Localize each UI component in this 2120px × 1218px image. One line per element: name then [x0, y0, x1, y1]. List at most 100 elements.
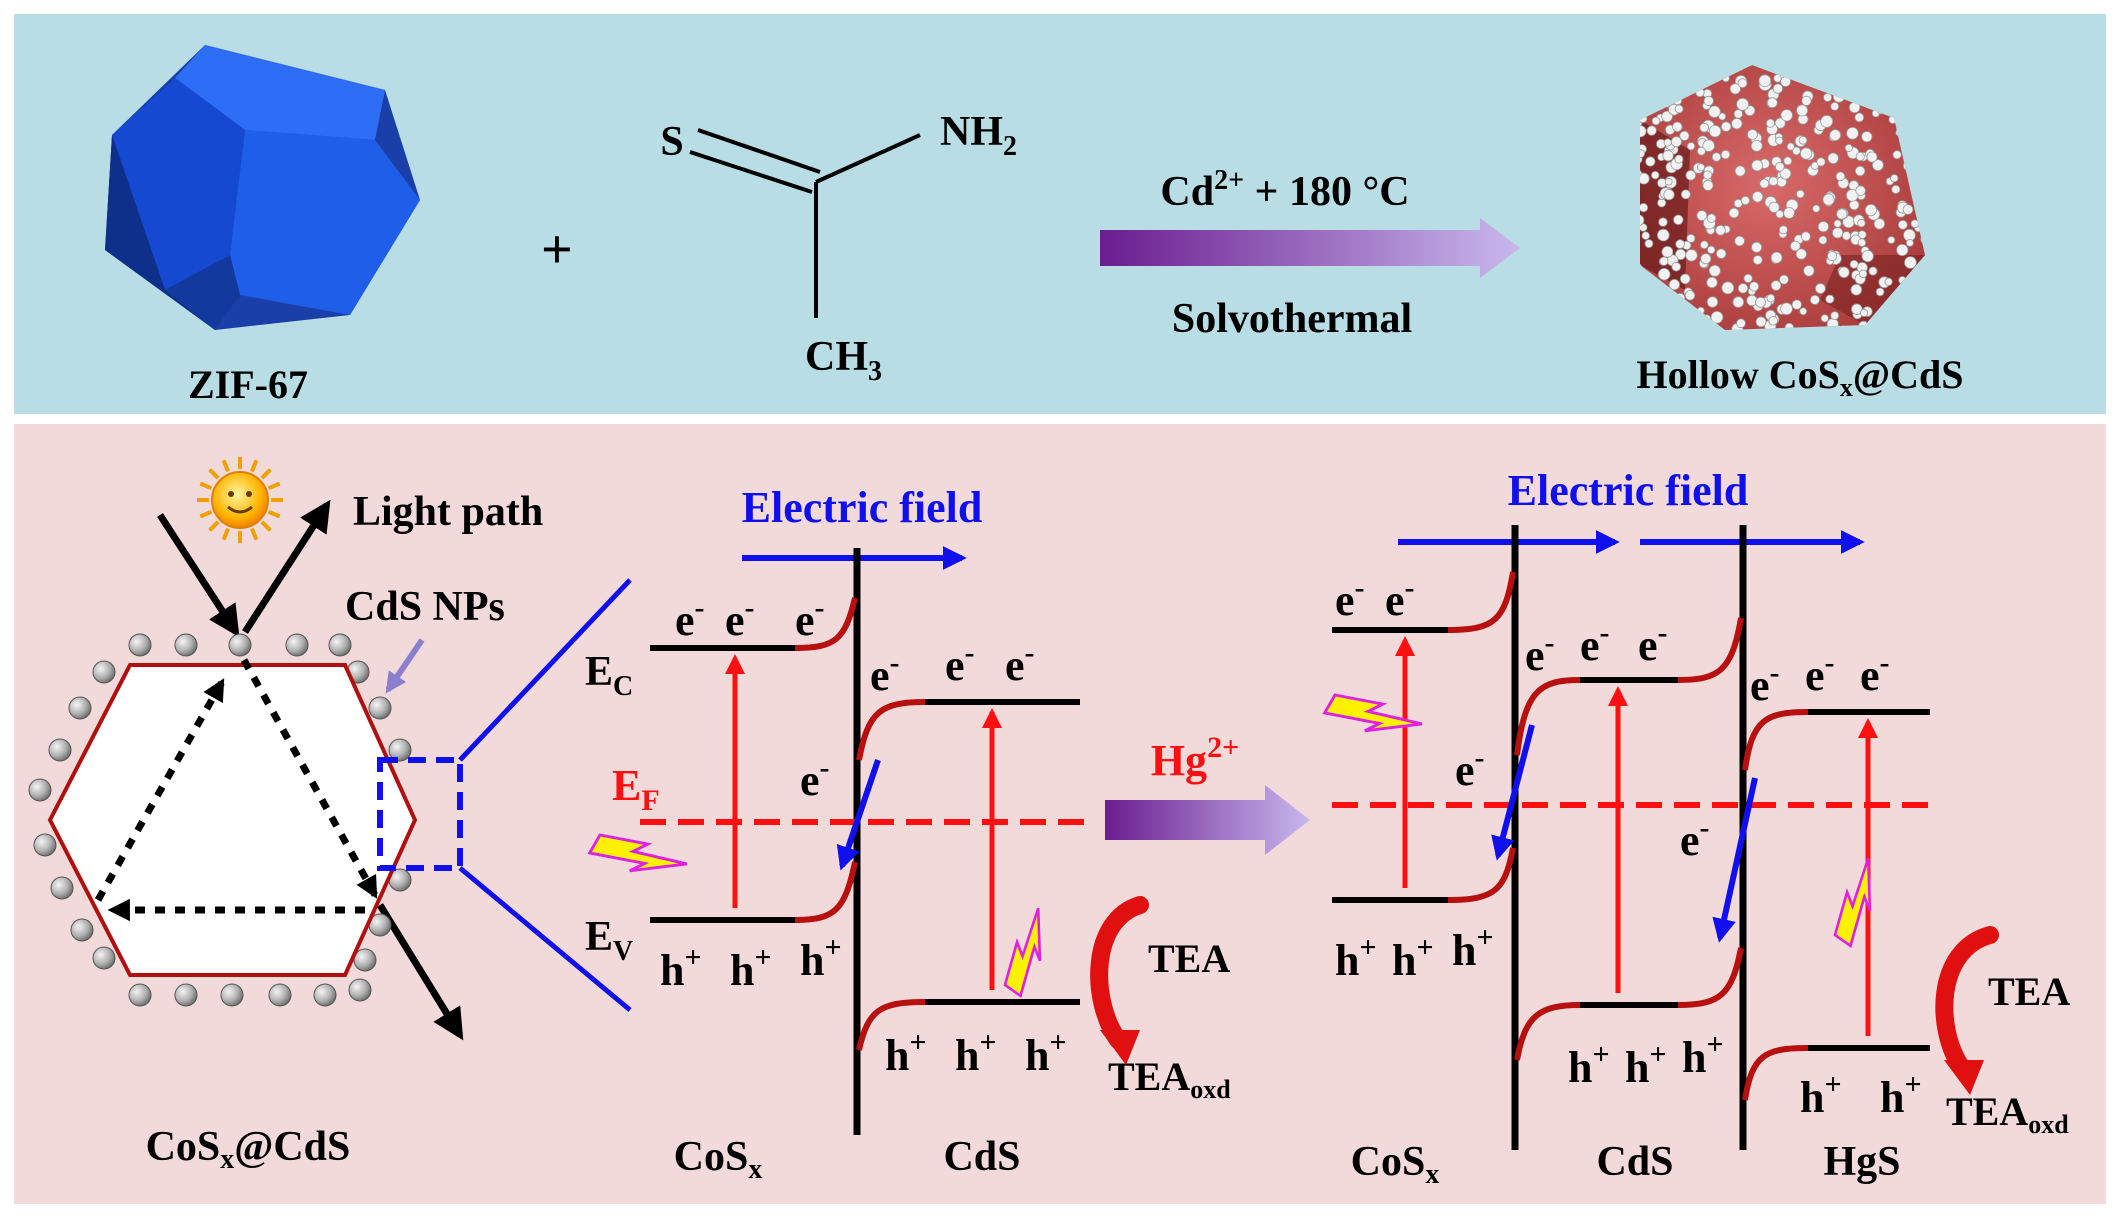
cds-surface-dot	[1672, 121, 1683, 133]
sun-icon	[197, 457, 283, 543]
cds-surface-dot	[1661, 245, 1674, 258]
cds-surface-dot	[1823, 92, 1833, 102]
cds-nanoparticle	[128, 633, 152, 657]
cds-surface-dot	[1827, 251, 1838, 262]
sun-ray	[221, 459, 230, 473]
cds-surface-dot	[1728, 207, 1740, 219]
cds-surface-dot	[1855, 185, 1866, 196]
cds-surface-dot	[1798, 136, 1808, 145]
cds-surface-dot	[1706, 296, 1719, 308]
electron-label: e-	[800, 751, 830, 805]
cds-surface-dot	[1703, 170, 1713, 180]
cds-surface-dot	[1830, 311, 1840, 321]
cds-surface-dot	[1864, 204, 1878, 217]
cds-surface-dot	[1817, 221, 1830, 233]
electron-label: e-	[870, 646, 900, 700]
hole-label: h+	[800, 931, 842, 985]
cds-surface-dot	[1770, 251, 1783, 264]
cds-surface-dot	[1887, 236, 1896, 244]
cds-surface-dot	[1740, 195, 1751, 206]
cds-surface-dot	[1640, 153, 1643, 165]
internal-light-path	[94, 658, 379, 922]
cds-surface-dot	[1861, 250, 1874, 263]
cds-surface-dot	[1685, 170, 1697, 181]
cds-surface-dot	[1861, 131, 1873, 143]
hole-label: h+	[885, 1026, 927, 1080]
cds-surface-dot	[1743, 273, 1753, 283]
sun-ray	[250, 459, 259, 473]
electron-label: e-	[795, 591, 825, 645]
transmitted-light-arrow	[377, 903, 464, 1041]
cds-bands-2	[1514, 617, 1744, 1061]
cds-surface-dot	[1770, 280, 1782, 291]
cds-surface-dot	[1729, 83, 1741, 95]
cds-surface-dot	[1755, 296, 1766, 308]
cds-surface-dot	[1708, 124, 1722, 138]
cds-surface-dot	[1780, 302, 1793, 316]
cds-surface-dot	[1872, 159, 1884, 172]
cosx-bands-1	[650, 597, 858, 923]
cds-surface-dot	[1663, 138, 1672, 147]
cds-surface-dot	[1820, 115, 1834, 128]
hg-ion-label: Hg2+	[1151, 731, 1239, 785]
cds-surface-dot	[1768, 201, 1780, 213]
cds-surface-dot	[1766, 97, 1778, 109]
hole-label: h+	[660, 941, 702, 995]
cds-nanoparticle	[174, 633, 198, 657]
cds-surface-dot	[1662, 149, 1674, 162]
cds-surface-dot	[1812, 204, 1821, 213]
cds-nanoparticle	[328, 633, 352, 657]
cds-surface-dot	[1674, 154, 1684, 164]
cds-surface-dot	[1711, 152, 1722, 162]
hole-label: h+	[1800, 1068, 1842, 1122]
cds-surface-dot	[1733, 109, 1744, 119]
cds-surface-dot	[1651, 116, 1661, 126]
cds-surface-dot	[1815, 283, 1826, 294]
electron-label: e-	[1385, 571, 1415, 625]
cds-surface-dot	[1696, 163, 1705, 172]
cds-surface-dot	[1699, 122, 1709, 133]
molecule-nh2-label: NH2	[940, 109, 1017, 162]
sun-ray	[208, 520, 220, 532]
zoom-line-bottom	[458, 866, 632, 1012]
cds-surface-dot	[1706, 213, 1717, 223]
cds-surface-dot	[1844, 143, 1853, 152]
cds-surface-dot	[1732, 296, 1745, 308]
synthesis-condition-top: Cd2+ + 180 °C	[1160, 165, 1409, 215]
cds-surface-dot	[1829, 129, 1842, 142]
particle-label: CoSx@CdS	[146, 1124, 351, 1175]
cds-surface-dot	[1841, 231, 1852, 241]
electric-field-label-2: Electric field	[1508, 466, 1749, 515]
cds-surface-dot	[1845, 189, 1859, 202]
synthesis-condition-bottom: Solvothermal	[1172, 296, 1412, 342]
cds-surface-dot	[1668, 278, 1681, 291]
cosx-label-1: CoSx	[674, 1134, 763, 1185]
cds-surface-dot	[1696, 210, 1708, 221]
cds-surface-dot	[1675, 239, 1685, 249]
light-path-label: Light path	[353, 489, 543, 535]
cds-surface-dot	[1775, 162, 1785, 172]
cds-surface-dot	[1708, 264, 1721, 277]
molecule-ch3-label: CH3	[805, 334, 882, 387]
hgs-bands-2	[1742, 709, 1930, 1101]
cds-surface-dot	[1751, 159, 1764, 172]
cds-surface-dot	[1640, 149, 1646, 158]
ev-label: EV	[585, 914, 633, 967]
cds-surface-dot	[1833, 219, 1842, 228]
cds-nanoparticle	[220, 983, 244, 1007]
cds-surface-dot	[1800, 147, 1813, 160]
cds-surface-dot	[1702, 179, 1714, 191]
cds-surface-dot	[1830, 102, 1840, 111]
cds-surface-dot	[1657, 228, 1670, 242]
cds-nanoparticle	[48, 738, 72, 762]
cds-surface-dot	[1818, 235, 1828, 245]
electron-label: e-	[945, 636, 975, 690]
cds-surface-dot	[1703, 95, 1714, 107]
product-label: Hollow CoSx@CdS	[1637, 352, 1964, 402]
cds-surface-dot	[1645, 156, 1656, 167]
cds-surface-dot	[1670, 136, 1682, 148]
cds-nanoparticle	[68, 696, 92, 720]
electron-transfer-arrow-2a	[1491, 724, 1535, 861]
tea-oxidation-arrow-1	[1090, 896, 1149, 1065]
cds-surface-dot	[1786, 142, 1795, 151]
